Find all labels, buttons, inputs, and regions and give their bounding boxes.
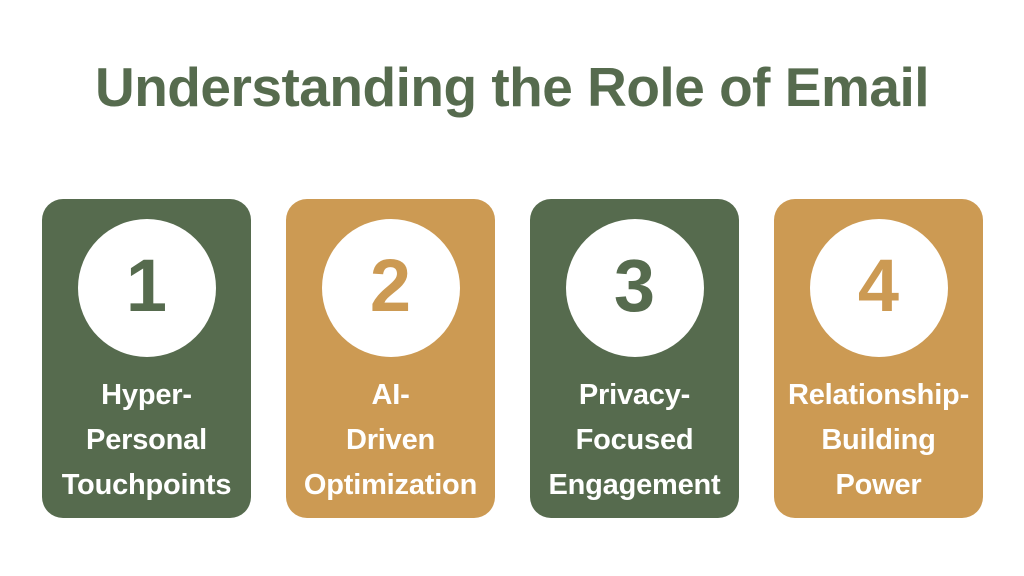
badge-number-2: 2 (369, 244, 412, 327)
page-title: Understanding the Role of Email (94, 56, 930, 118)
badge-circle-1: 1 (77, 219, 216, 357)
card-4[interactable]: 4 Relationship- Building Power (774, 199, 983, 518)
card-label-2: AI- Driven Optimization (303, 379, 478, 501)
card-label-4: Relationship- Building Power (787, 379, 970, 501)
badge-circle-4: 4 (809, 219, 948, 357)
card-label-3: Privacy- Focused Engagement (548, 379, 721, 501)
card-2[interactable]: 2 AI- Driven Optimization (286, 199, 495, 518)
badge-number-3: 3 (613, 244, 656, 327)
card-label-1: Hyper- Personal Touchpoints (61, 379, 232, 501)
card-3[interactable]: 3 Privacy- Focused Engagement (530, 199, 739, 518)
cards-row: 1 Hyper- Personal Touchpoints 2 AI- Driv… (42, 199, 983, 518)
badge-circle-2: 2 (321, 219, 460, 357)
badge-circle-3: 3 (565, 219, 704, 357)
badge-number-1: 1 (125, 244, 168, 327)
card-1[interactable]: 1 Hyper- Personal Touchpoints (42, 199, 251, 518)
badge-number-4: 4 (857, 244, 900, 327)
